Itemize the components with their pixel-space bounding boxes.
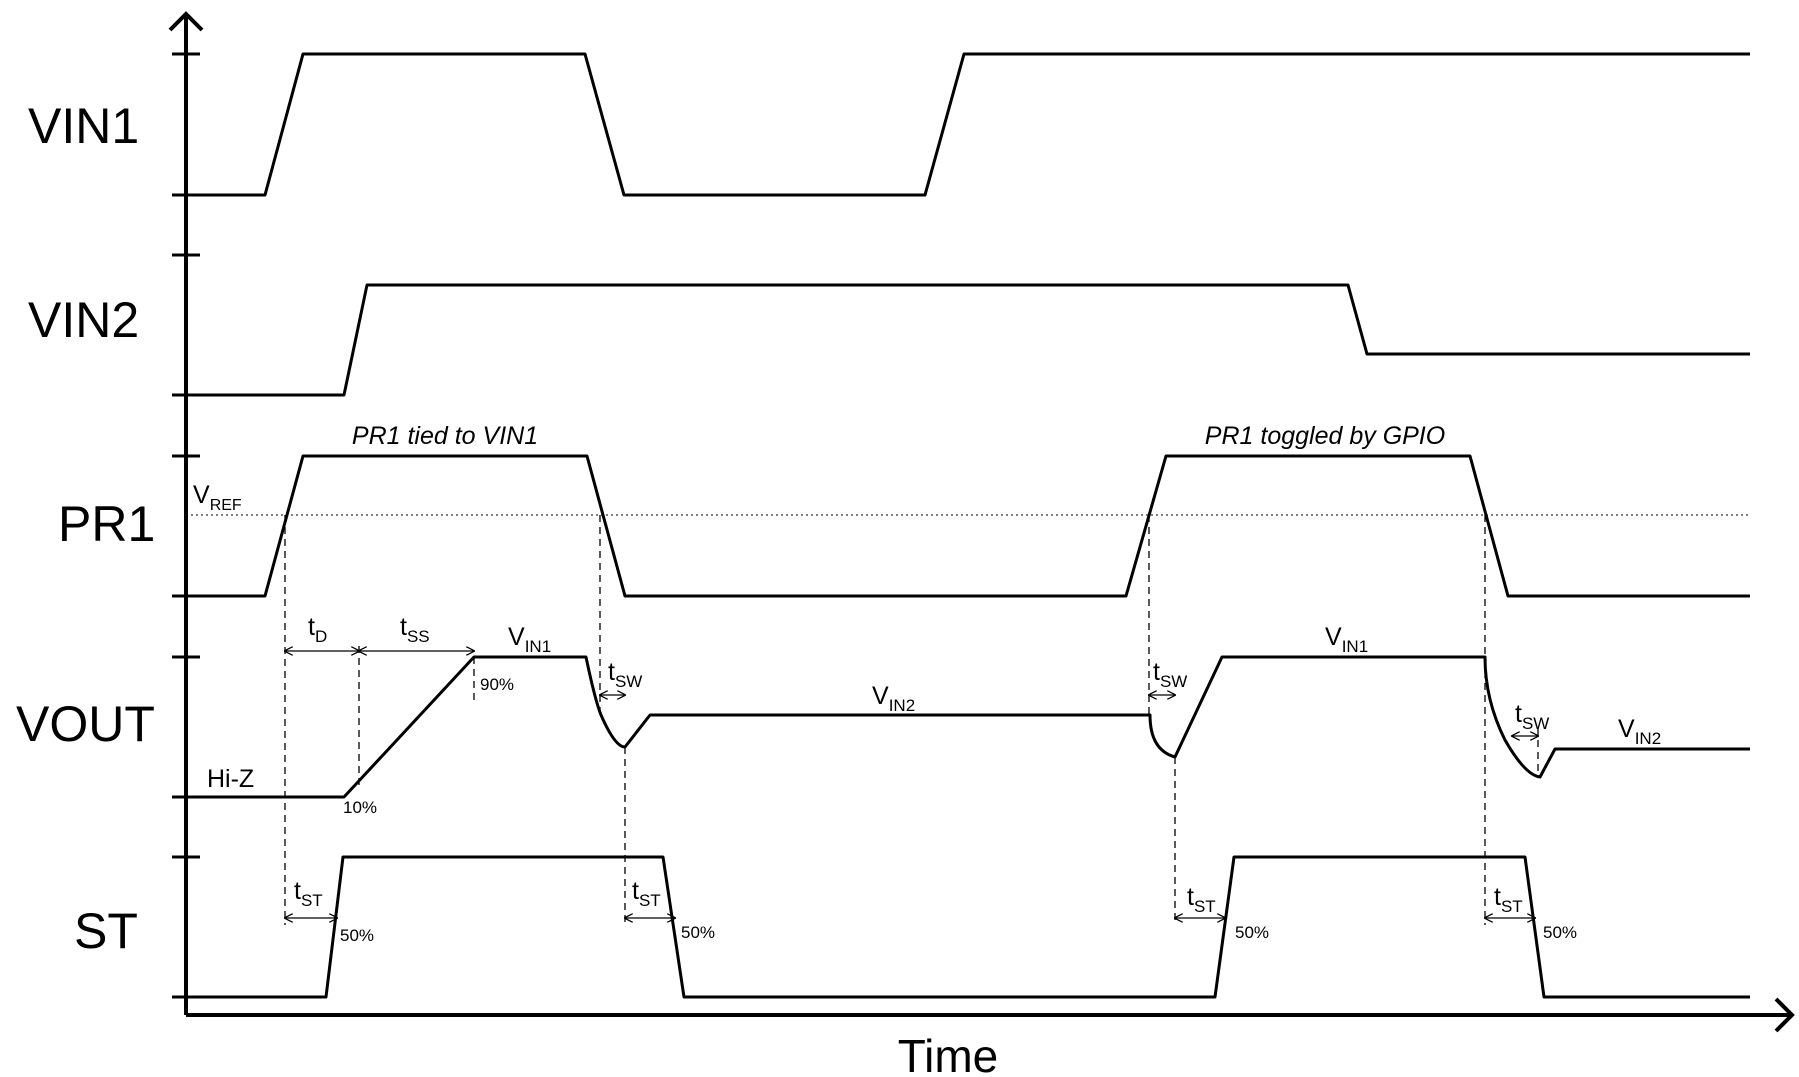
label-90pct: 90%: [480, 675, 514, 694]
label-50pct-1: 50%: [340, 926, 374, 945]
waveform-pr1: [186, 454, 1750, 598]
signal-labels: VIN1 VIN2 PR1 VOUT ST: [16, 98, 155, 959]
label-50pct-2: 50%: [681, 923, 715, 942]
label-50pct-4: 50%: [1543, 923, 1577, 942]
x-axis-arrow: [1774, 997, 1795, 1033]
axes: Time: [168, 11, 1795, 1077]
label-pr1: PR1: [58, 496, 155, 552]
dimension-arrows: [285, 651, 1538, 918]
waveforms: [186, 52, 1750, 999]
label-tsw-2: tSW: [1153, 658, 1187, 691]
label-tst-3: tST: [1187, 883, 1216, 916]
annotations: PR1 tied to VIN1 PR1 toggled by GPIO VRE…: [193, 422, 1661, 945]
label-vin1: VIN1: [28, 98, 139, 154]
label-vout-vin2-b: VIN2: [1618, 715, 1661, 748]
label-hiz: Hi-Z: [207, 765, 254, 793]
label-vout-vin2-a: VIN2: [872, 682, 915, 715]
label-50pct-3: 50%: [1235, 923, 1269, 942]
y-axis-arrow: [168, 11, 204, 32]
label-td: tD: [308, 613, 327, 646]
label-vref: VREF: [193, 481, 242, 514]
guide-lines: [284, 515, 1539, 925]
label-tst-4: tST: [1494, 883, 1523, 916]
label-st: ST: [74, 903, 138, 959]
label-vout: VOUT: [16, 696, 155, 752]
label-tsw-3: tSW: [1515, 700, 1549, 733]
label-vin2: VIN2: [28, 292, 139, 348]
waveform-st: [186, 855, 1750, 999]
waveform-vin2: [186, 283, 1750, 397]
x-axis-title: Time: [898, 1030, 999, 1077]
label-tss: tSS: [400, 613, 430, 646]
label-tst-2: tST: [632, 877, 661, 910]
label-vout-vin1-b: VIN1: [1325, 623, 1368, 656]
label-10pct: 10%: [343, 798, 377, 817]
label-vout-vin1-a: VIN1: [508, 623, 551, 656]
waveform-vout: [186, 655, 1750, 799]
waveform-vin1: [186, 52, 1750, 197]
note-pr1-tied: PR1 tied to VIN1: [352, 422, 538, 450]
note-pr1-toggled: PR1 toggled by GPIO: [1205, 422, 1445, 450]
label-tsw-1: tSW: [608, 658, 642, 691]
label-tst-1: tST: [294, 877, 323, 910]
